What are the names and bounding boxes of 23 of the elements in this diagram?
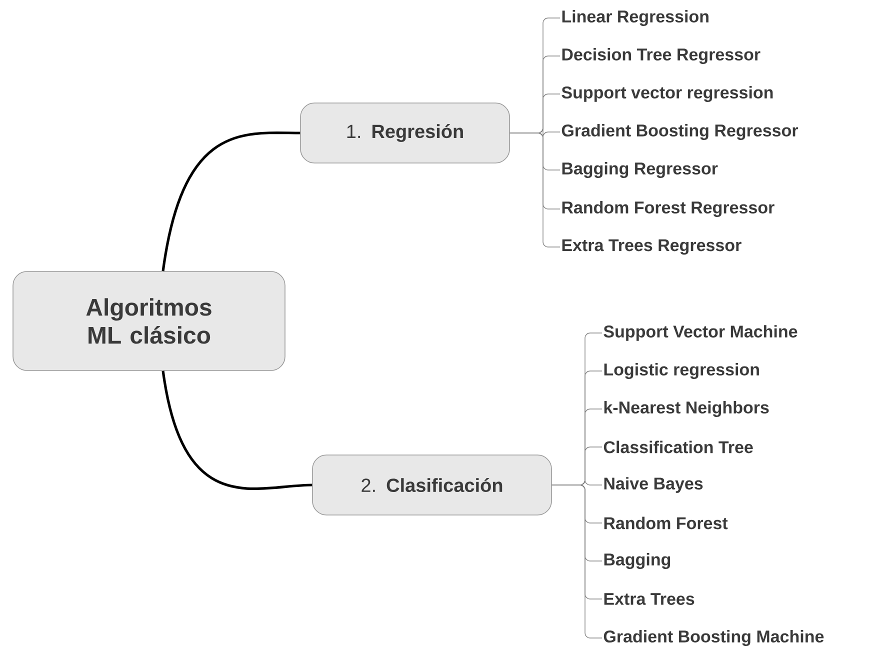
item-label: Random Forest bbox=[604, 516, 728, 530]
item-label: Decision Tree Regressor bbox=[562, 48, 760, 64]
item-label: Extra Trees bbox=[604, 593, 694, 605]
item-label: Random Forest Regressor bbox=[562, 201, 774, 217]
connector bbox=[162, 132, 300, 272]
item-label: Gradient Boosting Regressor bbox=[562, 124, 798, 140]
item-label: Naive Bayes bbox=[604, 477, 703, 493]
item-label: Linear Regression bbox=[562, 10, 708, 26]
item-label: Logistic regression bbox=[604, 363, 759, 379]
item-label: Bagging bbox=[604, 553, 670, 569]
item-label: Support Vector Machine bbox=[604, 325, 798, 341]
connector bbox=[162, 370, 312, 490]
item-label: Support vector regression bbox=[562, 86, 773, 102]
item-label: Bagging Regressor bbox=[562, 162, 718, 178]
item-label: Gradient Boosting Machine bbox=[604, 630, 824, 646]
branch-topic-box: 1. Regresión bbox=[300, 102, 510, 164]
branch-topic-box: 2. Clasificación bbox=[312, 454, 552, 516]
connector bbox=[510, 132, 560, 248]
item-label: Classification Tree bbox=[604, 440, 753, 454]
connector bbox=[552, 484, 602, 638]
central-topic-box: Algoritmos ML clásico bbox=[12, 271, 286, 371]
item-label: Extra Trees Regressor bbox=[562, 239, 742, 255]
item-label: k-Nearest Neighbors bbox=[604, 401, 769, 417]
